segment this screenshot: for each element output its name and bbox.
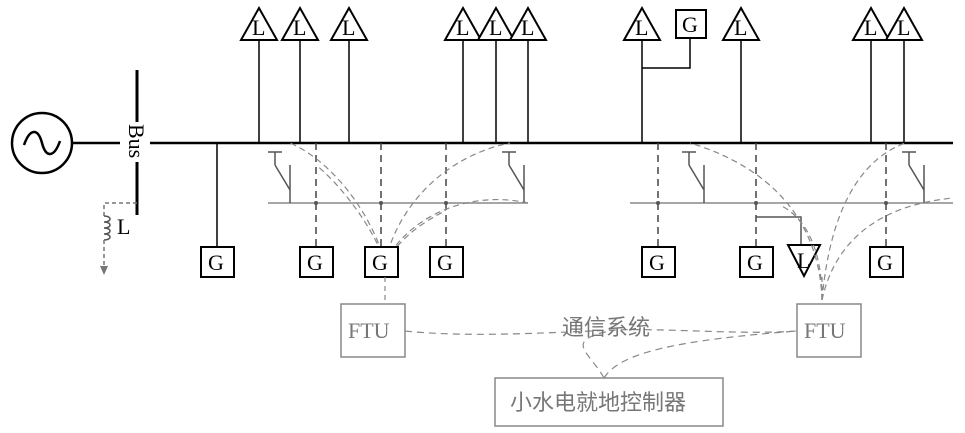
svg-text:G: G	[649, 250, 665, 275]
ftu-right-box: FTU	[796, 303, 862, 358]
ftu-left-label: FTU	[348, 318, 390, 343]
svg-text:L: L	[797, 248, 810, 273]
switch-icons	[268, 151, 925, 203]
load-icon: L	[329, 5, 369, 41]
generator-icon: G	[675, 9, 707, 39]
svg-text:G: G	[877, 250, 893, 275]
load-icon: L	[239, 5, 279, 41]
svg-text:G: G	[208, 250, 224, 275]
svg-text:G: G	[682, 12, 698, 37]
svg-text:L: L	[734, 15, 747, 40]
inductor-load-icon	[100, 202, 137, 275]
generator-icon: G	[200, 246, 235, 278]
svg-text:L: L	[252, 15, 265, 40]
load-drop-lines	[258, 38, 905, 143]
load-icon: L	[851, 5, 891, 41]
load-icon: L	[443, 5, 483, 41]
generator-icon: G	[739, 246, 774, 278]
load-icon: L	[508, 5, 548, 41]
svg-text:L: L	[489, 15, 502, 40]
junction-dots	[314, 201, 888, 205]
svg-text:L: L	[521, 15, 534, 40]
load-icon: L	[280, 5, 320, 41]
generator-icon: G	[869, 246, 904, 278]
svg-text:L: L	[293, 15, 306, 40]
load-icon: L	[622, 5, 662, 41]
controller-box: 小水电就地控制器	[494, 377, 724, 427]
comm-network-lines	[404, 329, 798, 379]
svg-text:L: L	[456, 15, 469, 40]
svg-text:L: L	[342, 15, 355, 40]
svg-text:L: L	[864, 15, 877, 40]
svg-text:L: L	[897, 15, 910, 40]
load-icon: L	[884, 5, 924, 41]
svg-text:G: G	[307, 250, 323, 275]
load-icon: L	[476, 5, 516, 41]
svg-text:G: G	[372, 250, 388, 275]
load-icon: L	[721, 5, 761, 41]
comm-system-label: 通信系统	[562, 315, 650, 340]
inductor-load-label: L	[117, 214, 130, 239]
generator-icon: G	[364, 246, 399, 278]
ftu-left-box: FTU	[340, 303, 406, 358]
ftu-right-label: FTU	[804, 318, 846, 343]
generator-icon: G	[641, 246, 676, 278]
ftu-right-signal-curves	[689, 142, 954, 301]
svg-text:G: G	[437, 250, 453, 275]
generator-icon: G	[429, 246, 464, 278]
bus-label: Bus	[124, 124, 149, 158]
generator-icon: G	[299, 246, 334, 278]
load-icon: L	[786, 244, 822, 279]
dashed-feeder-lines	[315, 143, 887, 247]
load-branch-line	[756, 216, 802, 245]
svg-text:G: G	[747, 250, 763, 275]
power-source-icon	[10, 111, 74, 175]
svg-text:L: L	[635, 15, 648, 40]
controller-label: 小水电就地控制器	[510, 390, 686, 415]
